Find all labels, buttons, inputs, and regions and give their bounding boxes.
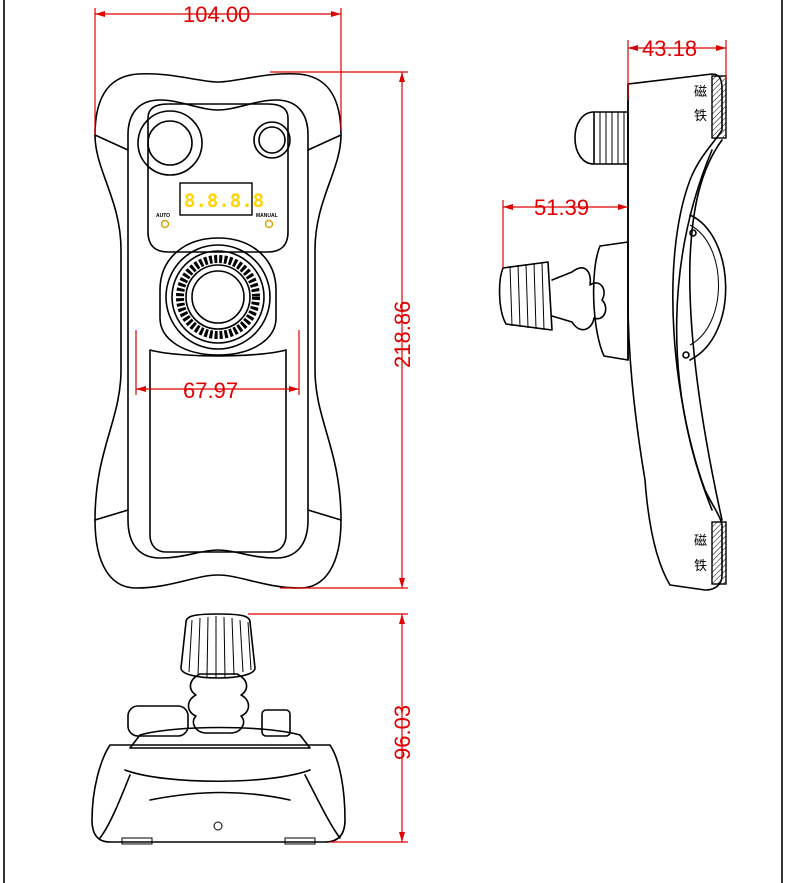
left-button-ring — [137, 110, 203, 176]
side-screw — [682, 351, 690, 359]
dimension-width-top: 104.00 — [94, 2, 342, 135]
side-small-knob — [574, 111, 629, 165]
joystick-bezel — [165, 244, 271, 350]
shell-edge-line — [94, 509, 129, 521]
palm-rest — [149, 349, 287, 553]
dimension-height-front: 218.86 — [270, 71, 415, 589]
side-joystick — [498, 241, 629, 361]
base-button-left — [127, 705, 189, 737]
control-faceplate — [147, 103, 289, 253]
dim-label-lower-width: 67.97 — [183, 378, 238, 403]
base-button-right — [261, 709, 291, 737]
dim-label-width: 104.00 — [183, 2, 250, 27]
magnet-label-top: 铁 — [694, 109, 707, 124]
shell-edge-line — [307, 509, 342, 521]
manual-indicator — [264, 219, 274, 229]
side-contour — [675, 149, 713, 511]
base-contour — [99, 774, 131, 839]
base-foot — [284, 837, 316, 845]
auto-indicator — [160, 219, 170, 229]
dim-label-depth: 43.18 — [642, 36, 697, 61]
shell-edge-line — [307, 134, 342, 151]
left-button — [147, 120, 193, 166]
bellows-boot — [187, 673, 250, 734]
magnet-bottom — [711, 521, 727, 585]
side-dome-inner — [689, 224, 719, 346]
joystick-ring-outer — [171, 250, 265, 344]
joystick-grip-ring — [176, 255, 260, 339]
joystick-well — [159, 237, 277, 356]
base-screw — [213, 821, 223, 831]
front-view: 8.8.8.8 AUTO MANUAL — [94, 72, 342, 589]
shell-edge-line — [94, 134, 129, 151]
magnet-label-bottom: 磁 — [694, 534, 707, 549]
side-dome — [689, 214, 727, 361]
base-foot — [121, 837, 153, 845]
joystick-ring-inner — [185, 264, 251, 330]
dim-label-height: 218.86 — [390, 301, 415, 368]
side-view: 磁 铁 磁 铁 — [498, 73, 727, 591]
dimension-width-lower: 67.97 — [135, 330, 300, 403]
magnet-label-top: 磁 — [694, 85, 707, 100]
dim-label-offset: 51.39 — [534, 195, 589, 220]
led-digits: 8.8.8.8 — [184, 190, 264, 212]
dim-label-base-height: 96.03 — [390, 705, 415, 760]
base-body — [91, 744, 346, 843]
dimension-depth-top: 43.18 — [627, 36, 727, 100]
right-button — [258, 126, 286, 154]
base-contour — [124, 769, 311, 783]
base-contour — [149, 791, 291, 801]
side-shell — [627, 73, 723, 591]
front-inner-panel — [127, 99, 309, 559]
elevation-view — [91, 613, 346, 845]
joystick-knob-top — [191, 270, 245, 324]
led-display — [179, 182, 253, 216]
drawing-frame — [3, 0, 783, 883]
magnet-top — [711, 75, 727, 139]
dimension-base-height: 96.03 — [248, 613, 415, 843]
right-button-ring — [253, 121, 291, 159]
front-outer-shell — [94, 72, 342, 589]
dimension-knob-offset: 51.39 — [502, 195, 628, 268]
side-screw — [689, 229, 697, 237]
auto-label: AUTO — [156, 213, 170, 219]
manual-label: MANUAL — [256, 213, 278, 219]
base-contour — [304, 774, 341, 839]
side-inner-curve — [688, 139, 723, 521]
elevation-knob — [180, 613, 256, 679]
magnet-label-bottom: 铁 — [694, 559, 707, 574]
